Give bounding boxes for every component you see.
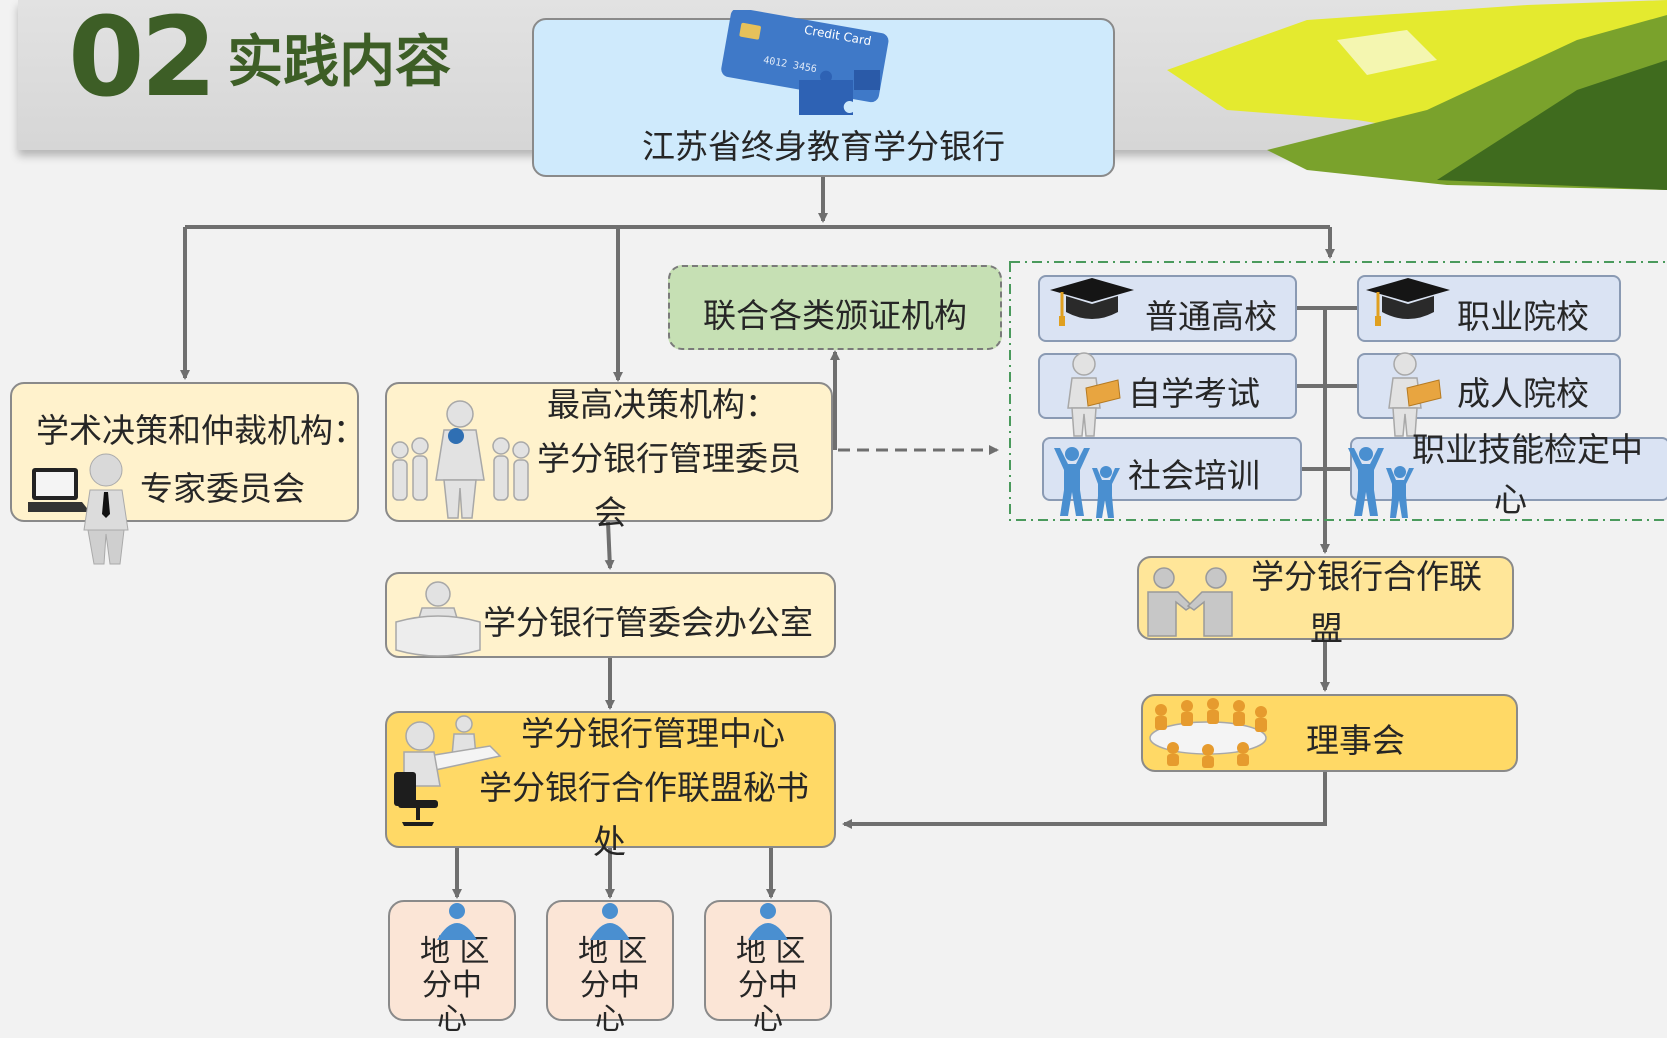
institutions-group-border — [1009, 261, 1667, 521]
academic-label-2: 专家委员会 — [140, 469, 305, 508]
section-heading: 02 实践内容 — [68, 2, 451, 112]
receptionist-desk-icon — [395, 581, 481, 657]
management-center-label-3: 处 — [593, 822, 626, 861]
alliance-label-2: 盟 — [1310, 609, 1343, 648]
council-label: 理事会 — [1306, 721, 1405, 760]
people-cheering-icon — [1054, 447, 1120, 518]
certification-orgs-label: 联合各类颁证机构 — [703, 296, 967, 335]
skill-center-label-1: 职业技能检定中 — [1412, 430, 1643, 469]
laptop-person-icon — [28, 453, 129, 565]
section-number: 02 — [68, 0, 217, 121]
management-center-label-1: 学分银行管理中心 — [521, 714, 785, 753]
branch-label-2: 分中 — [422, 968, 482, 1003]
connector-committee-office — [604, 521, 615, 570]
social-training-label: 社会培训 — [1128, 456, 1260, 495]
connector-council-center — [842, 772, 1327, 829]
credit-card-puzzle-icon: Credit Card 4012 3456 — [721, 10, 889, 115]
committee-label-3: 会 — [594, 493, 627, 532]
skill-center-label-2: 心 — [1494, 480, 1527, 519]
graduation-cap-icon — [1366, 278, 1450, 326]
person-icon — [748, 903, 788, 940]
student-reading-icon — [1388, 352, 1442, 437]
branch-label-2: 分中 — [738, 968, 798, 1003]
institution-social-training: 社会培训 — [1042, 437, 1302, 501]
branch-label-2: 分中 — [580, 968, 640, 1003]
regional-branch-center: 地 区 分中 心 — [388, 900, 516, 1037]
people-cheering-icon — [1348, 447, 1414, 518]
committee-label-2: 学分银行管理委员 — [537, 439, 801, 478]
root-node: Credit Card 4012 3456 江苏省终身教育学分银行 — [532, 10, 1115, 177]
leader-group-icon — [391, 400, 530, 519]
adult-college-label: 成人院校 — [1457, 374, 1589, 413]
committee-label-1: 最高决策机构： — [547, 385, 778, 424]
branch-label-3: 心 — [753, 1002, 783, 1037]
section-title: 实践内容 — [227, 30, 452, 95]
certification-orgs-node: 联合各类颁证机构 — [668, 265, 1002, 350]
root-label: 江苏省终身教育学分银行 — [642, 127, 1005, 166]
alliance-label-1: 学分银行合作联 — [1251, 557, 1482, 596]
general-university-label: 普通高校 — [1145, 297, 1277, 336]
meeting-table-icon — [1149, 698, 1267, 768]
paint-splash-decoration — [1167, 0, 1667, 190]
person-icon — [437, 903, 477, 940]
self-study-exam-label: 自学考试 — [1128, 374, 1260, 413]
handshake-icon — [1147, 567, 1233, 637]
office-label: 学分银行管委会办公室 — [483, 603, 813, 642]
person-icon — [590, 903, 630, 940]
management-center-label-2: 学分银行合作联盟秘书 — [479, 768, 809, 807]
management-center-node: 学分银行管理中心 学分银行合作联盟秘书 处 — [385, 711, 836, 861]
academic-label-1: 学术决策和仲裁机构： — [36, 411, 366, 450]
graduation-cap-icon — [1050, 278, 1134, 326]
branch-label-3: 心 — [437, 1002, 467, 1037]
vocational-college-label: 职业院校 — [1457, 297, 1589, 336]
alliance-node: 学分银行合作联 盟 — [1137, 556, 1514, 648]
branch-label-3: 心 — [595, 1002, 625, 1037]
student-reading-icon — [1067, 352, 1121, 437]
desk-worker-icon — [394, 715, 502, 826]
